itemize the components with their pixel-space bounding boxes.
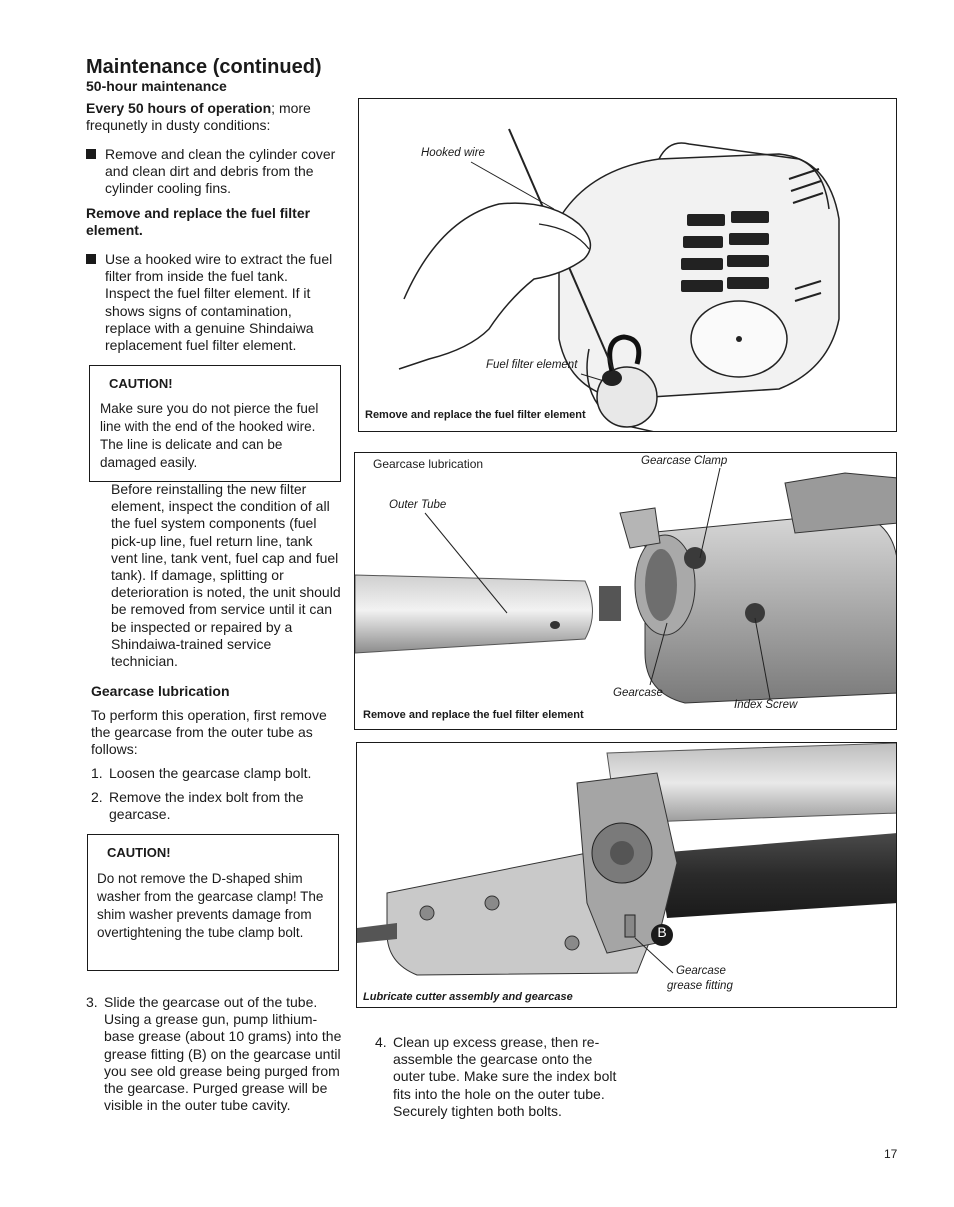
figure-title: Gearcase lubrication (373, 457, 484, 471)
step-text: Slide the gearcase out of the tube. Usin… (104, 994, 342, 1114)
step-text: Clean up excess grease, then re-assemble… (393, 1034, 617, 1119)
bullet-text: Use a hooked wire to extract the fuel fi… (105, 251, 333, 354)
step-4: 4. Clean up excess grease, then re-assem… (375, 1034, 625, 1119)
label-fuel-filter-element: Fuel filter element (486, 359, 578, 371)
figure-cutter-lubrication: B Gearcase grease fitting Lubricate cutt… (356, 742, 897, 1008)
step-1: 1. Loosen the gearcase clamp bolt. (91, 765, 341, 782)
label-outer-tube: Outer Tube (389, 499, 447, 511)
cutter-assembly-illustration (357, 743, 896, 976)
step-number: 1. (91, 765, 103, 781)
reinstall-paragraph: Before reinstalling the new filter eleme… (111, 481, 341, 670)
gearcase-heading: Gearcase lubrication (91, 683, 230, 699)
label-hooked-wire: Hooked wire (421, 147, 485, 159)
gearcase-illustration (355, 467, 896, 704)
caution-box-fuel-line: CAUTION! Make sure you do not pierce the… (89, 365, 341, 482)
section-subtitle: 50-hour maintenance (86, 78, 227, 94)
page-title-main: Maintenance (86, 56, 208, 78)
intro-paragraph: Every 50 hours of operation; more frequn… (86, 100, 336, 134)
caution-body: Make sure you do not pierce the fuel lin… (100, 401, 319, 470)
caution-box-shim-washer: CAUTION! Do not remove the D-shaped shim… (87, 834, 339, 971)
figure-gearcase-lubrication: Gearcase lubrication Gearcase Clamp Oute… (354, 452, 897, 730)
caution-title: CAUTION! (107, 845, 171, 860)
label-gearcase: Gearcase (613, 687, 663, 699)
step-number: 2. (91, 789, 103, 805)
figure-caption: Lubricate cutter assembly and gearcase (363, 991, 573, 1003)
label-gearcase-clamp: Gearcase Clamp (641, 455, 728, 467)
page-number: 17 (884, 1147, 898, 1161)
bullet-hooked-wire: Use a hooked wire to extract the fuel fi… (86, 251, 336, 354)
fuel-filter-heading: Remove and replace the fuel filter eleme… (86, 205, 311, 239)
step-text: Remove the index bolt from the gearcase. (109, 789, 304, 823)
label-gearcase-fitting-line1: Gearcase (676, 965, 726, 977)
figure-fuel-filter: Hooked wire Fuel filter element Remove a… (358, 98, 897, 432)
gearcase-intro: To perform this operation, first remove … (91, 707, 327, 758)
label-b: B (657, 924, 667, 940)
figure-caption: Remove and replace the fuel filter eleme… (365, 409, 586, 421)
bullet-square-icon (86, 254, 96, 264)
caution-title: CAUTION! (109, 376, 173, 391)
caution-body: Do not remove the D-shaped shim washer f… (97, 871, 324, 940)
step-3: 3. Slide the gearcase out of the tube. U… (86, 994, 341, 1113)
bullet-clean-cylinder: Remove and clean the cylinder cover and … (86, 146, 336, 198)
intro-bold: Every 50 hours of operation (86, 100, 272, 116)
label-index-screw: Index Screw (734, 699, 798, 711)
intro-rest: ; more frequnetly in dusty conditions: (86, 100, 311, 134)
step-number: 4. (375, 1034, 387, 1050)
label-gearcase-fitting-line2: grease fitting (667, 980, 733, 992)
bullet-square-icon (86, 149, 96, 159)
page-title: Maintenance (continued) (86, 56, 322, 79)
figure-caption: Remove and replace the fuel filter eleme… (363, 709, 584, 721)
bullet-text: Remove and clean the cylinder cover and … (105, 146, 336, 197)
engine-illustration (398, 128, 840, 431)
step-text: Loosen the gearcase clamp bolt. (109, 765, 312, 781)
step-2: 2. Remove the index bolt from the gearca… (91, 789, 341, 822)
page-title-continued: (continued) (212, 56, 322, 78)
step-number: 3. (86, 994, 98, 1010)
